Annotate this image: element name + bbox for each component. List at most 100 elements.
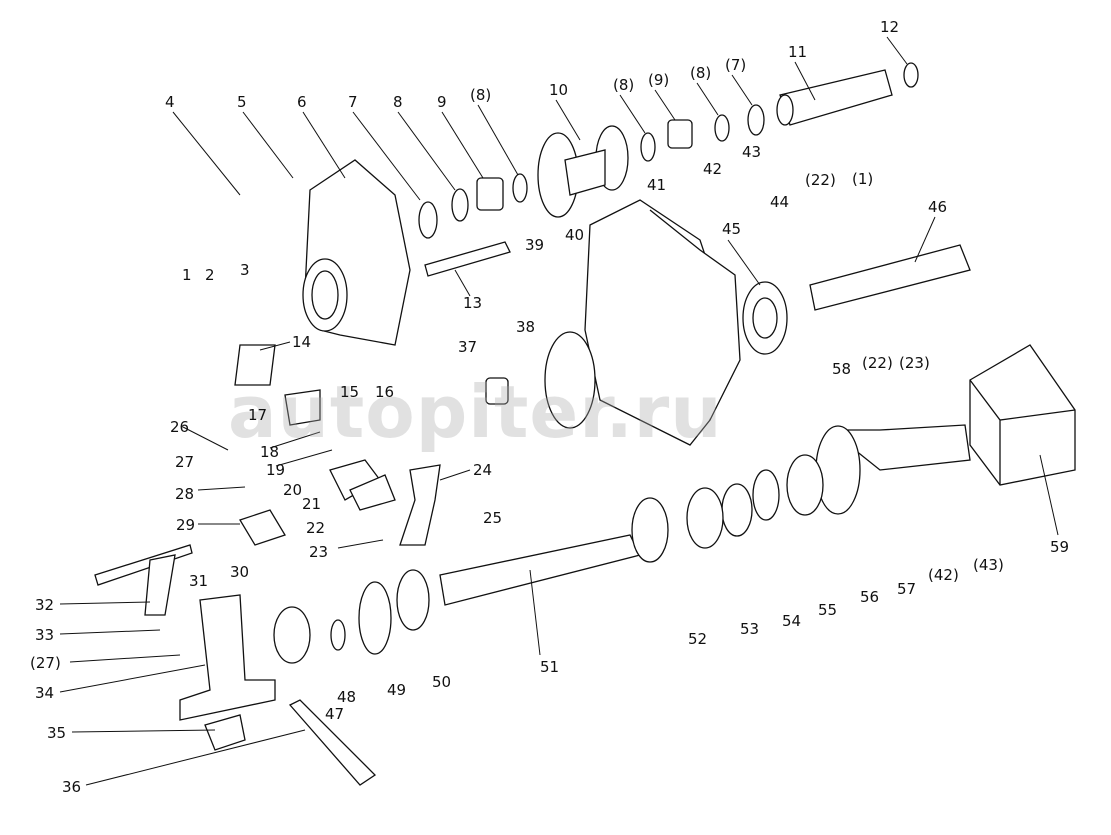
shaft-part-51 bbox=[439, 497, 669, 606]
ring-48 bbox=[330, 619, 346, 651]
part-label: 55 bbox=[818, 601, 838, 619]
part-label: 29 bbox=[176, 516, 196, 534]
ring-53 bbox=[721, 483, 753, 537]
part-label: 45 bbox=[722, 220, 742, 238]
part-label: 4 bbox=[165, 93, 175, 111]
part-label: 22 bbox=[306, 519, 326, 537]
part-label: 8 bbox=[393, 93, 403, 111]
part-label: 33 bbox=[35, 626, 55, 644]
ring-8 bbox=[451, 188, 469, 222]
part-label: 46 bbox=[928, 198, 948, 216]
part-label: 58 bbox=[832, 360, 852, 378]
part-label: (43) bbox=[973, 556, 1004, 574]
part-label: 50 bbox=[432, 673, 452, 691]
part-label: 15 bbox=[340, 383, 360, 401]
part-label: 13 bbox=[463, 294, 483, 312]
part-label: 23 bbox=[309, 543, 329, 561]
watermark: autopiter.ru bbox=[228, 370, 723, 454]
shaft-part-46 bbox=[809, 244, 971, 311]
part-label: 17 bbox=[248, 406, 268, 424]
part-label: 12 bbox=[880, 18, 900, 36]
part-label: 53 bbox=[740, 620, 760, 638]
part-label: (8) bbox=[690, 64, 712, 82]
part-label: 21 bbox=[302, 495, 322, 513]
part-label: 1 bbox=[182, 266, 192, 284]
part-label: 36 bbox=[62, 778, 82, 796]
part-label: 10 bbox=[549, 81, 569, 99]
ring-8c bbox=[640, 132, 656, 162]
block-part-59 bbox=[969, 344, 1076, 486]
part-label: 14 bbox=[292, 333, 312, 351]
rod-part-31 bbox=[94, 544, 193, 586]
part-label: 49 bbox=[387, 681, 407, 699]
ring-55 bbox=[786, 454, 824, 516]
part-label: 6 bbox=[297, 93, 307, 111]
part-label: 20 bbox=[283, 481, 303, 499]
part-label: 11 bbox=[788, 43, 808, 61]
ring-49 bbox=[358, 581, 392, 655]
gear-part-38 bbox=[544, 331, 596, 429]
ring-54 bbox=[752, 469, 780, 521]
part-label: 51 bbox=[540, 658, 560, 676]
link-part-32 bbox=[144, 554, 176, 616]
knob-part-35 bbox=[204, 714, 246, 751]
part-label: 18 bbox=[260, 443, 280, 461]
part-label: 3 bbox=[240, 261, 250, 279]
bearing-part-45 bbox=[742, 281, 788, 355]
housing-part-6 bbox=[302, 159, 411, 346]
bracket-part-14 bbox=[234, 344, 276, 386]
part-label: 16 bbox=[375, 383, 395, 401]
part-17 bbox=[284, 389, 321, 426]
part-label: 9 bbox=[437, 93, 447, 111]
part-label: 34 bbox=[35, 684, 55, 702]
part-label: (22) bbox=[862, 354, 893, 372]
part-label: (7) bbox=[725, 56, 747, 74]
shaft-part-11 bbox=[776, 69, 893, 126]
part-label: 48 bbox=[337, 688, 357, 706]
part-label: (22) bbox=[805, 171, 836, 189]
part-label: 31 bbox=[189, 572, 209, 590]
part-label: 38 bbox=[516, 318, 536, 336]
bearing-52 bbox=[686, 487, 724, 549]
ring-7b bbox=[747, 104, 765, 136]
part-label: 47 bbox=[325, 705, 345, 723]
bearing-47 bbox=[273, 606, 311, 664]
part-label: 35 bbox=[47, 724, 67, 742]
gasket-part-21 bbox=[349, 474, 396, 511]
rod-part-36 bbox=[288, 699, 377, 786]
part-label: 41 bbox=[647, 176, 667, 194]
leader-lines bbox=[59, 36, 1059, 786]
flange-part-56-57 bbox=[815, 424, 971, 515]
part-label: 52 bbox=[688, 630, 708, 648]
ring-8d bbox=[714, 114, 730, 142]
part-label: 28 bbox=[175, 485, 195, 503]
ring-7 bbox=[418, 201, 438, 239]
gear-part-10 bbox=[537, 125, 629, 218]
shaft-part-13 bbox=[424, 241, 511, 277]
part-label: 43 bbox=[742, 143, 762, 161]
part-label: 40 bbox=[565, 226, 585, 244]
bearing-9b bbox=[667, 119, 693, 149]
part-label: 25 bbox=[483, 509, 503, 527]
bracket-part-24 bbox=[399, 464, 441, 546]
ring-part-12 bbox=[903, 62, 919, 88]
bearing-37 bbox=[485, 377, 509, 405]
part-label: (1) bbox=[852, 170, 874, 188]
fork-part-29 bbox=[239, 509, 286, 546]
part-label: 56 bbox=[860, 588, 880, 606]
part-label: (23) bbox=[899, 354, 930, 372]
part-label: 5 bbox=[237, 93, 247, 111]
part-label: 42 bbox=[703, 160, 723, 178]
lever-part-34 bbox=[179, 594, 276, 721]
part-label: (8) bbox=[470, 86, 492, 104]
part-label: 57 bbox=[897, 580, 917, 598]
part-label: 30 bbox=[230, 563, 250, 581]
part-label: 44 bbox=[770, 193, 790, 211]
part-label: 24 bbox=[473, 461, 493, 479]
part-label: 26 bbox=[170, 418, 190, 436]
part-label: 7 bbox=[348, 93, 358, 111]
part-label: (42) bbox=[928, 566, 959, 584]
part-label: (9) bbox=[648, 71, 670, 89]
